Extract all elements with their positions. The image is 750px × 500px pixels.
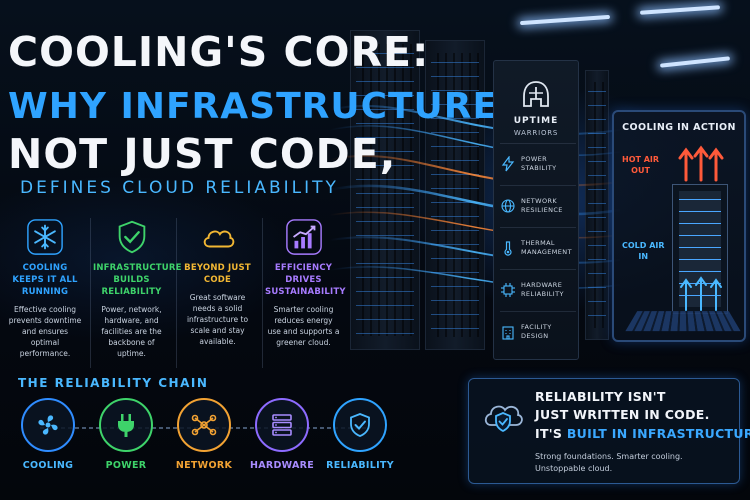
message-line-3: IT'S BUILT IN INFRASTRUCTURE.	[535, 426, 750, 441]
server-icon	[272, 414, 292, 436]
cia-title: COOLING IN ACTION	[622, 122, 736, 133]
chain-label: RELIABILITY	[326, 460, 394, 471]
title-line-3: NOT JUST CODE,	[8, 130, 397, 178]
feature-beyond-code: BEYOND JUST CODE Great software needs a …	[176, 218, 258, 368]
ceiling-light	[519, 14, 611, 26]
building-icon	[502, 325, 514, 340]
feature-heading: INFRASTRUCTURE BUILDS RELIABILITY	[93, 263, 182, 297]
chain-node-power: POWER	[88, 398, 164, 471]
cloud-icon	[203, 230, 234, 248]
chip-icon	[501, 282, 515, 297]
globe-icon	[501, 198, 515, 213]
panel-item-label: FACILITY	[521, 322, 552, 331]
panel-item-label: DESIGN	[521, 331, 549, 340]
ceiling-light	[659, 56, 731, 68]
helmet-icon	[523, 81, 549, 107]
hot-air-arrows-icon	[678, 145, 724, 182]
chain-label: HARDWARE	[249, 460, 315, 471]
panel-item-label: RELIABILITY	[521, 289, 564, 298]
thermometer-icon	[504, 240, 512, 256]
chain-node-network: NETWORK	[166, 398, 242, 471]
panel-item-label: STABILITY	[521, 163, 557, 172]
message-tagline: Strong foundations. Smarter cooling. Uns…	[535, 452, 683, 473]
brand-line-2: WARRIORS	[513, 129, 559, 137]
title-line-1: COOLING'S CORE:	[8, 28, 430, 76]
raised-floor	[625, 311, 741, 332]
snowflake-icon	[27, 219, 63, 255]
panel-brand: UPTIME WARRIORS	[494, 115, 578, 139]
fan-icon	[38, 415, 58, 435]
brand-line-1: UPTIME	[513, 116, 559, 126]
message-line-2: JUST WRITTEN IN CODE.	[535, 407, 710, 422]
panel-item-label: RESILIENCE	[521, 205, 563, 214]
feature-body: Effective cooling prevents downtime and …	[8, 305, 82, 358]
chain-node-cooling: COOLING	[10, 398, 86, 471]
message-box: RELIABILITY ISN'T JUST WRITTEN IN CODE. …	[468, 378, 750, 484]
feature-body: Great software needs a solid infrastruct…	[186, 293, 249, 346]
mini-server-rack	[672, 184, 728, 314]
panel-item-label: MANAGEMENT	[521, 247, 572, 256]
cooling-in-action-panel: COOLING IN ACTION HOT AIR OUT COLD AIR I…	[612, 110, 746, 342]
cloud-shield-icon	[484, 405, 523, 433]
message-line-1: RELIABILITY ISN'T	[535, 389, 666, 404]
title-line-2: WHY INFRASTRUCTURE,	[8, 86, 513, 127]
feature-cooling: COOLING KEEPS IT ALL RUNNING Effective c…	[4, 218, 86, 368]
cold-air-label: COLD AIR IN	[622, 241, 665, 261]
chain-title: THE RELIABILITY CHAIN	[18, 376, 209, 390]
growth-chart-icon	[285, 219, 322, 255]
shield-check-icon	[350, 413, 370, 437]
feature-heading: EFFICIENCY DRIVES SUSTAINABILITY	[265, 263, 346, 297]
feature-columns: COOLING KEEPS IT ALL RUNNING Effective c…	[4, 218, 346, 368]
feature-efficiency: EFFICIENCY DRIVES SUSTAINABILITY Smarter…	[262, 218, 346, 368]
feature-heading: COOLING KEEPS IT ALL RUNNING	[12, 263, 78, 297]
ceiling-light	[639, 5, 721, 15]
hot-air-label: HOT AIR OUT	[622, 155, 660, 175]
chain-label: NETWORK	[175, 460, 233, 471]
network-icon	[191, 414, 217, 436]
shield-check-icon	[118, 220, 145, 254]
feature-infrastructure: INFRASTRUCTURE BUILDS RELIABILITY Power,…	[90, 218, 182, 368]
server-rack	[425, 40, 485, 350]
chain-node-hardware: HARDWARE	[244, 398, 320, 471]
panel-item-label: NETWORK	[521, 196, 558, 205]
cold-air-arrows-icon	[680, 276, 722, 311]
feature-body: Smarter cooling reduces energy use and s…	[267, 305, 340, 347]
feature-body: Power, network, hardware, and facilities…	[101, 305, 162, 358]
chain-label: COOLING	[22, 460, 74, 471]
plug-icon	[118, 414, 134, 437]
subtitle: DEFINES CLOUD RELIABILITY	[20, 178, 339, 198]
panel-item-label: HARDWARE	[521, 280, 563, 289]
lightning-icon	[501, 155, 515, 171]
chain-connector	[40, 427, 370, 429]
feature-heading: BEYOND JUST CODE	[184, 263, 251, 285]
panel-item-label: THERMAL	[521, 238, 555, 247]
server-rack	[585, 70, 609, 340]
chain-node-reliability: RELIABILITY	[322, 398, 398, 471]
panel-item-label: POWER	[521, 154, 548, 163]
chain-label: POWER	[105, 460, 147, 471]
